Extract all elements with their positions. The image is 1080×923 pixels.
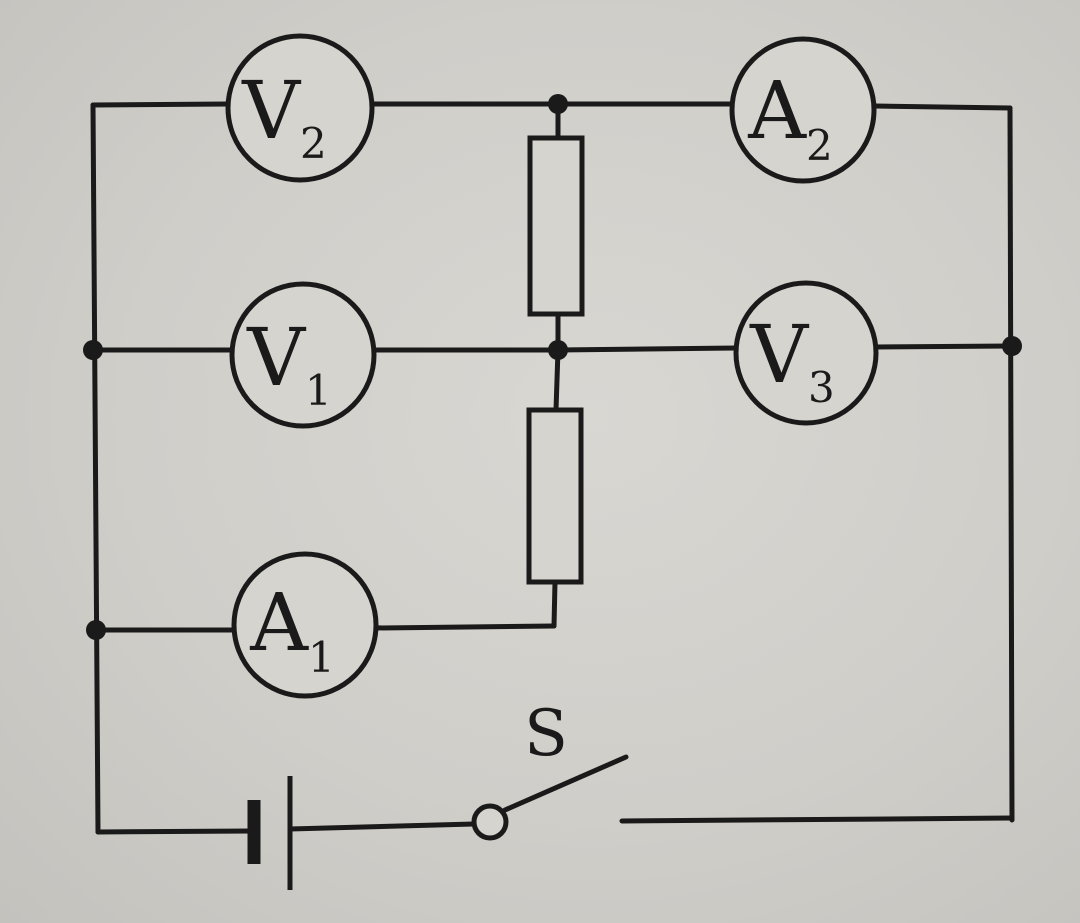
- ammeter-a2: A 2: [729, 36, 877, 184]
- wire-center-lower: [553, 347, 561, 413]
- wire-left-rail: [90, 102, 101, 835]
- wires: [90, 101, 1015, 835]
- resistor-lower: [526, 407, 584, 585]
- voltmeter-v2-subscript: 2: [300, 119, 327, 168]
- voltmeter-v3-subscript: 3: [808, 363, 835, 412]
- voltmeter-v2: V 2: [225, 33, 375, 183]
- wire-bottom-right: [619, 815, 1015, 824]
- switch-label: S: [524, 697, 568, 771]
- voltmeter-v1-ring: [229, 281, 377, 429]
- wire-right-rail: [1007, 105, 1015, 823]
- voltmeter-v1: V 1: [229, 281, 377, 429]
- voltmeter-v1-subscript: 1: [305, 366, 332, 415]
- junction-a1-left: [86, 620, 106, 640]
- wire-center-bottom: [551, 579, 558, 629]
- voltmeter-v2-letter: V: [241, 64, 301, 157]
- wire-bottom-left: [95, 828, 255, 835]
- wire-top-far-right: [872, 103, 1013, 111]
- ammeter-a1-ring: [231, 551, 379, 699]
- wire-mid-right: [555, 345, 739, 353]
- switch-pivot: [471, 803, 509, 841]
- voltmeter-v1-letter: V: [246, 311, 306, 404]
- wire-battery-to-switch: [287, 821, 477, 832]
- wire-a1-right: [373, 623, 557, 631]
- ammeter-a2-subscript: 2: [806, 121, 833, 170]
- junction-top-center: [548, 94, 568, 114]
- resistor-upper: [527, 135, 585, 317]
- switch-s: S: [471, 697, 629, 841]
- voltmeter-v3-ring: [733, 280, 879, 426]
- ammeter-a1-letter: A: [249, 576, 309, 669]
- junction-mid-left: [83, 340, 103, 360]
- switch-blade: [502, 754, 629, 813]
- junction-mid-center: [548, 340, 568, 360]
- voltmeter-v3: V 3: [733, 280, 879, 426]
- junctions: [83, 94, 1022, 640]
- wire-top-left: [90, 101, 231, 108]
- voltmeter-v3-letter: V: [749, 308, 809, 401]
- wire-mid-far-right: [873, 343, 1015, 350]
- ammeter-a1-subscript: 1: [308, 633, 335, 682]
- ammeter-a2-ring: [729, 36, 877, 184]
- ammeter-a2-letter: A: [747, 64, 807, 157]
- voltmeter-v2-ring: [225, 33, 375, 183]
- junction-mid-right: [1002, 336, 1022, 356]
- battery: [247, 776, 293, 890]
- ammeter-a1: A 1: [231, 551, 379, 699]
